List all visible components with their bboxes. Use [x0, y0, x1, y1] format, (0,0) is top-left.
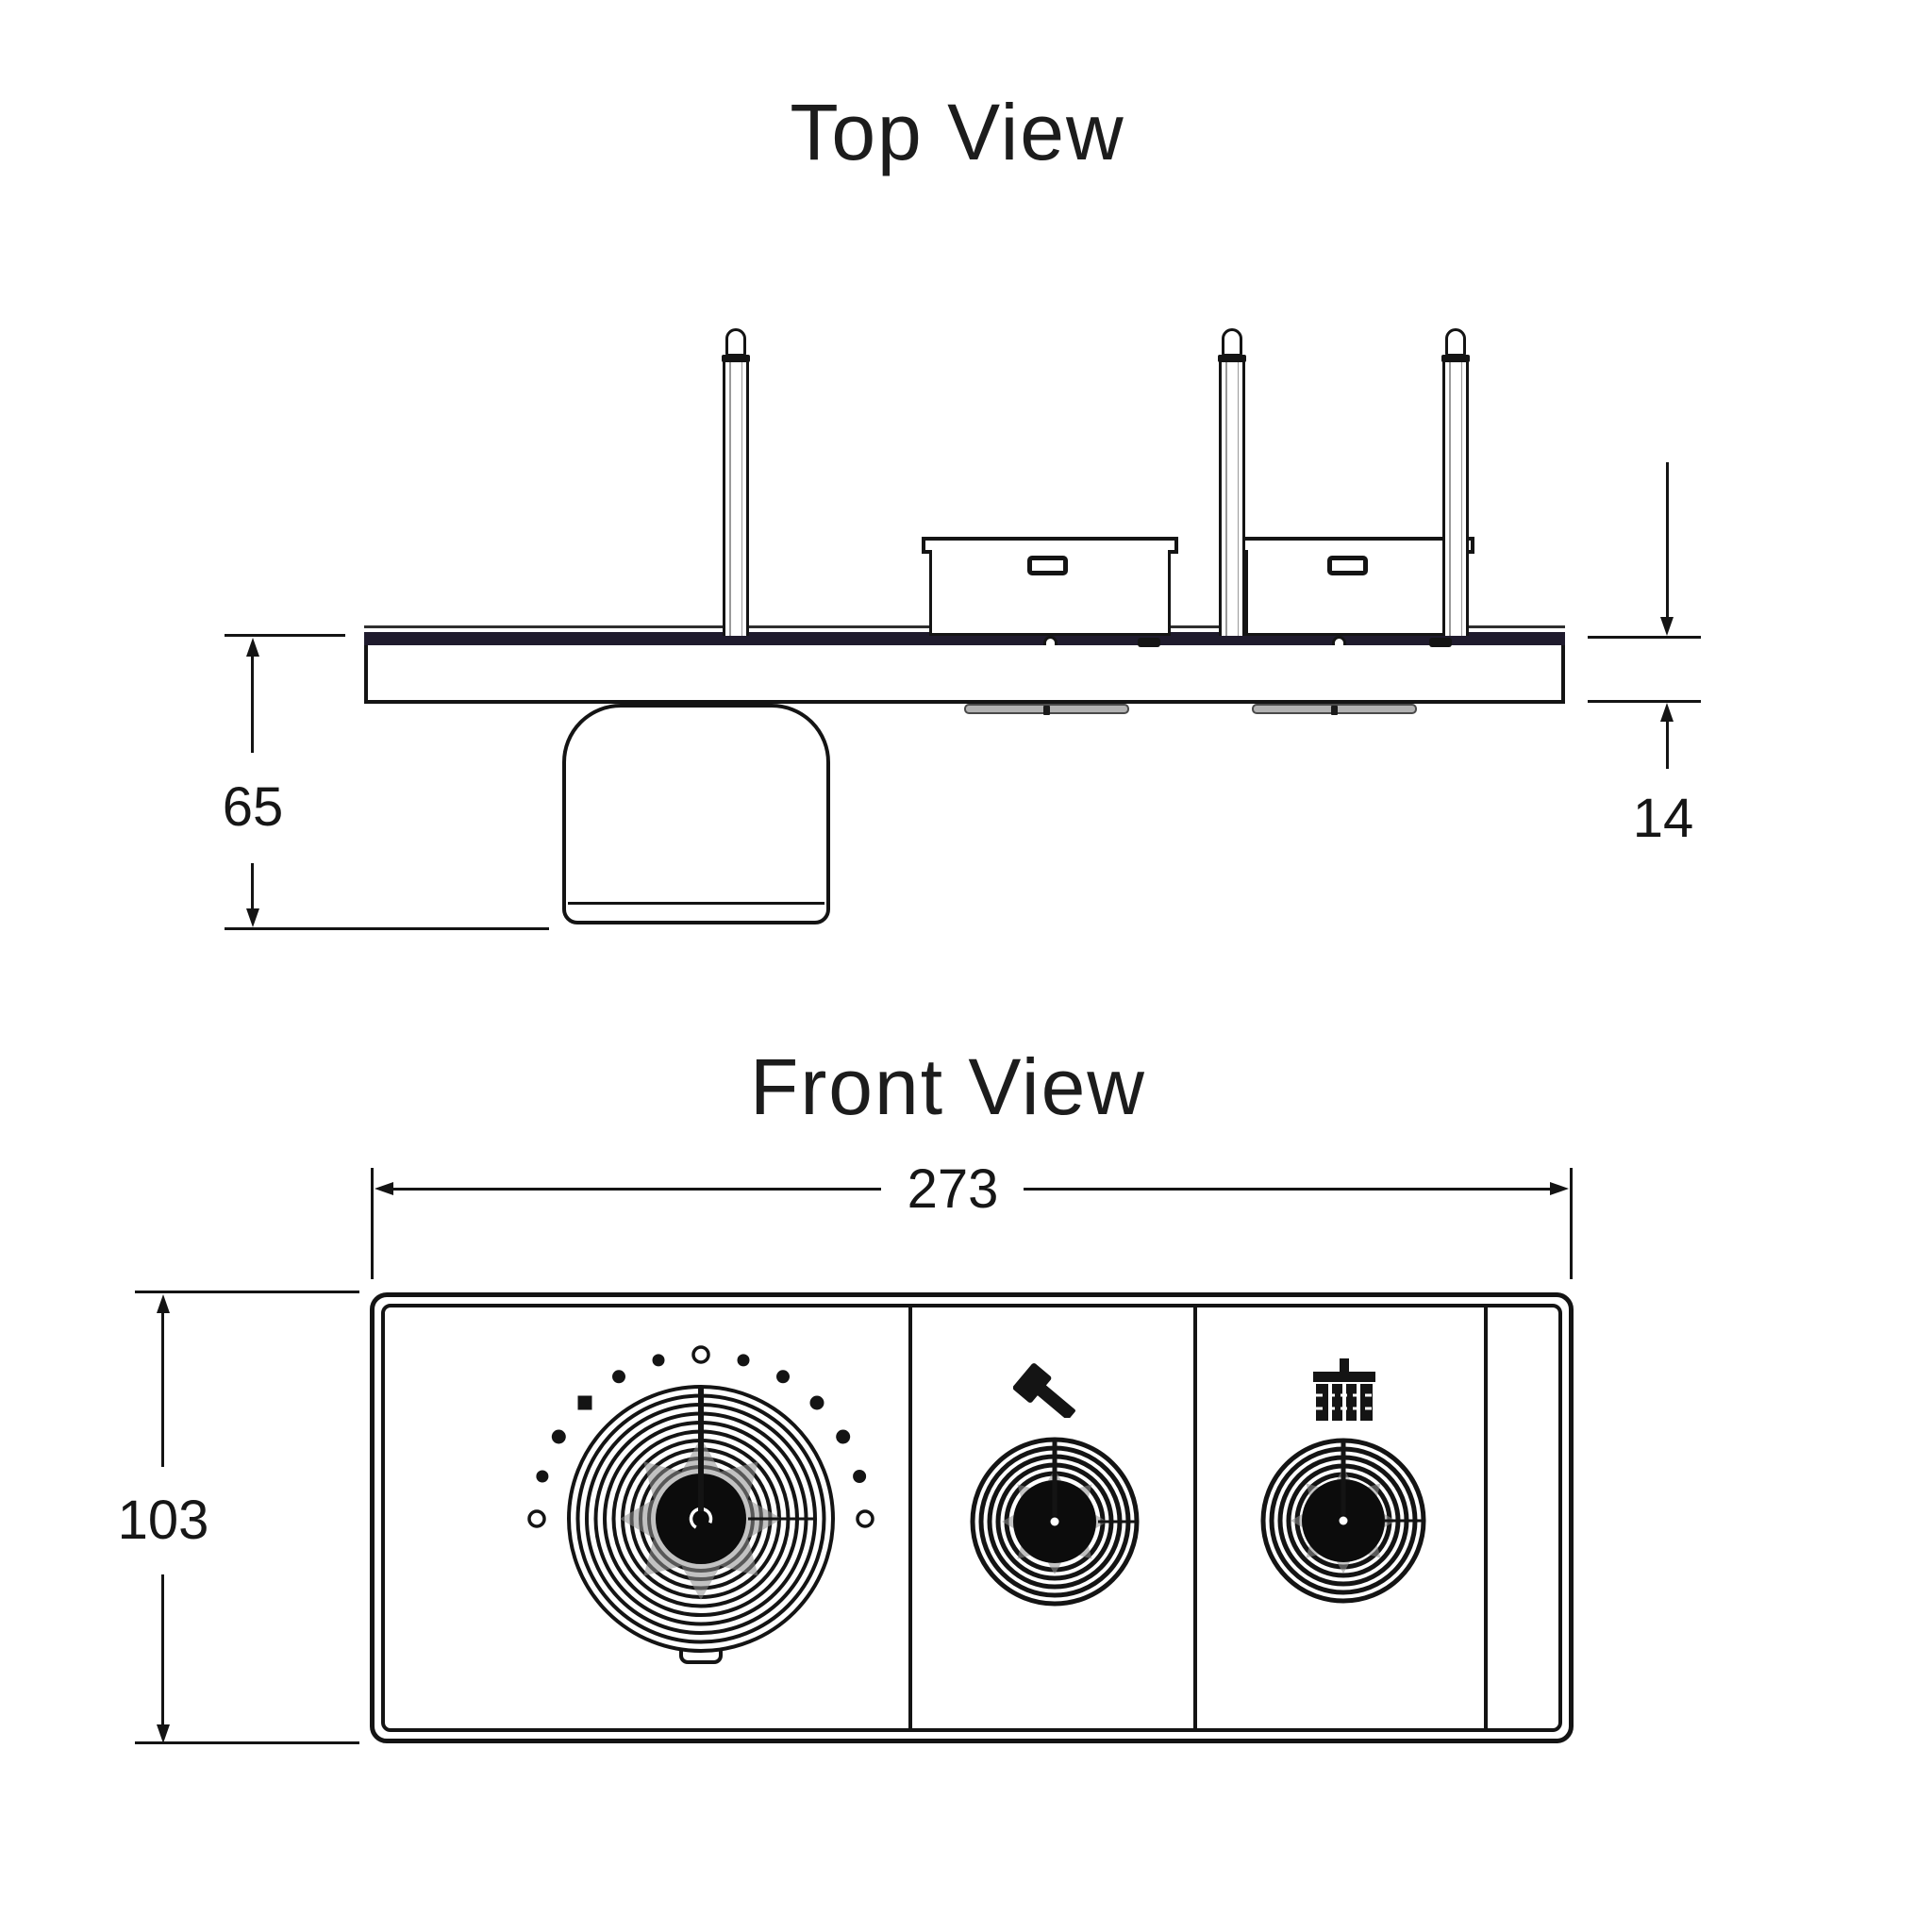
dim-103-label: 103 [117, 1490, 209, 1551]
top-view-drawing: Top View [222, 88, 1701, 930]
dim-65-arrow-down [246, 908, 259, 927]
valve-box-2-clip [1332, 636, 1346, 645]
dim-14-label: 14 [1632, 788, 1694, 849]
dim-273-arrow-left [375, 1182, 393, 1195]
overhead-shower-icon [1313, 1358, 1375, 1421]
panel-divider-3 [1484, 1307, 1488, 1728]
trim-plate-face [364, 645, 1565, 704]
panel-divider-1 [908, 1307, 912, 1728]
temperature-knob [527, 1345, 874, 1653]
dim-65-arrow-up [246, 638, 259, 657]
dim-65-line-lower [251, 863, 254, 910]
valve-box-2-slot [1327, 556, 1368, 575]
overhead-shower-knob-center-dot [1339, 1516, 1348, 1525]
dim-14-ext-bottom [1588, 700, 1701, 703]
panel-divider-2 [1193, 1307, 1197, 1728]
valve-box-1-slot [1027, 556, 1068, 575]
pipe-2-body [1219, 360, 1245, 636]
small-knob-2-tick [1331, 706, 1338, 715]
dim-65-ext-top [225, 634, 345, 637]
dim-14-arrow-up [1660, 703, 1674, 722]
dim-103-line-upper [161, 1311, 164, 1467]
dim-273-ext-right [1570, 1168, 1573, 1279]
front-view-drawing: Front View 273 103 [0, 991, 1932, 1932]
valve-box-2-foot [1429, 638, 1452, 647]
dim-14-arrow-down [1660, 617, 1674, 636]
dim-103-ext-bottom [135, 1741, 359, 1744]
temperature-knob-center [656, 1474, 746, 1564]
front-view-title: Front View [750, 1042, 1146, 1131]
dim-273-line-right [1024, 1188, 1555, 1191]
dim-103-ext-top [135, 1291, 359, 1293]
dim-273-ext-left [371, 1168, 374, 1279]
pipe-2-cap [1222, 328, 1242, 357]
dim-14-line-bottom [1666, 722, 1669, 769]
pipe-3-cap [1445, 328, 1466, 357]
dim-65-line-upper [251, 655, 254, 753]
hand-shower-knob-center-dot [1050, 1517, 1059, 1526]
dim-103-arrow-up [157, 1294, 170, 1313]
dim-103-arrow-down [157, 1724, 170, 1743]
valve-box-1-clip [1043, 636, 1058, 645]
hand-shower-knob [970, 1437, 1140, 1607]
dim-103-line-lower [161, 1574, 164, 1724]
dim-14-line-top [1666, 462, 1669, 619]
dim-65-ext-bottom [225, 927, 549, 930]
dim-65-label: 65 [222, 776, 284, 838]
valve-box-1-foot [1138, 638, 1160, 647]
pipe-2-collar [1218, 355, 1246, 362]
dim-14-ext-top [1588, 636, 1701, 639]
hand-shower-icon [1013, 1363, 1075, 1418]
dim-273-label: 273 [907, 1158, 999, 1220]
small-knob-1-tick [1043, 706, 1050, 715]
pipe-1-body [723, 360, 749, 636]
pipe-3-collar [1441, 355, 1470, 362]
pipe-1-cap [725, 328, 746, 357]
temperature-knob-center-highlight [689, 1507, 713, 1531]
knob-dome-side [562, 704, 830, 924]
pipe-3-body [1442, 360, 1469, 636]
dim-273-line-left [389, 1188, 881, 1191]
pipe-1-collar [722, 355, 750, 362]
temperature-knob-safety-tab [679, 1649, 723, 1664]
overhead-shower-knob [1260, 1438, 1426, 1604]
top-view-title: Top View [790, 88, 1125, 176]
knob-dome-rim [568, 902, 824, 905]
dim-273-arrow-right [1550, 1182, 1569, 1195]
temperature-scale-marks [527, 1345, 874, 1528]
